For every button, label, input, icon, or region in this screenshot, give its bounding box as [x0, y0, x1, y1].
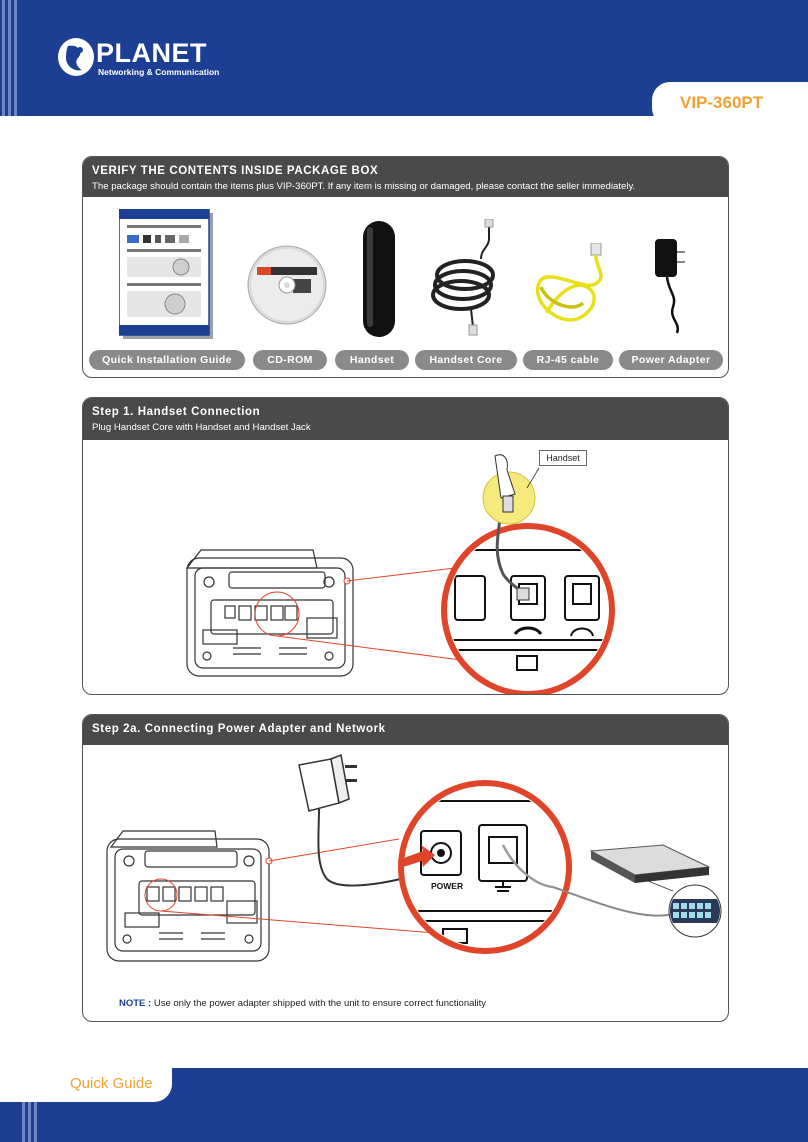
switch-port-zoom — [668, 884, 722, 938]
header-stripes — [0, 0, 20, 116]
section-title: VERIFY THE CONTENTS INSIDE PACKAGE BOX — [92, 165, 379, 177]
footer-label: Quick Guide — [70, 1075, 153, 1092]
section-subtitle: The package should contain the items plu… — [92, 181, 636, 192]
section-subtitle: Plug Handset Core with Handset and Hands… — [92, 422, 311, 433]
network-switch — [589, 844, 711, 883]
rj45-cable-icon — [535, 243, 603, 322]
model-tab: VIP-360PT — [652, 82, 808, 126]
step1-section: Step 1. Handset Connection Plug Handset … — [82, 397, 729, 695]
item-label-rj45-cable: RJ-45 cable — [523, 350, 613, 370]
step2a-section: Step 2a. Connecting Power Adapter and Ne… — [82, 714, 729, 1022]
power-adapter-icon — [655, 239, 685, 334]
item-label-handset: Handset — [335, 350, 409, 370]
item-label-cd-rom: CD-ROM — [253, 350, 327, 370]
section-header: Step 1. Handset Connection Plug Handset … — [83, 398, 728, 440]
brand-tagline: Networking & Communication — [98, 67, 220, 77]
handset-icon — [363, 221, 395, 337]
handset-jack-zoom — [441, 489, 615, 694]
item-label-quick-guide: Quick Installation Guide — [89, 350, 245, 370]
handset-connection-diagram — [185, 454, 615, 694]
note-text: Use only the power adapter shipped with … — [151, 998, 487, 1009]
item-label-handset-core: Handset Core — [415, 350, 517, 370]
brand-name: PLANET — [96, 38, 207, 68]
note: NOTE : Use only the power adapter shippe… — [119, 998, 486, 1009]
section-header: Step 2a. Connecting Power Adapter and Ne… — [83, 715, 728, 745]
section-title: Step 2a. Connecting Power Adapter and Ne… — [92, 723, 386, 735]
item-label-power-adapter: Power Adapter — [619, 350, 723, 370]
package-contents-section: VERIFY THE CONTENTS INSIDE PACKAGE BOX T… — [82, 156, 729, 378]
phone-back-view — [106, 830, 270, 962]
power-network-zoom — [398, 780, 572, 954]
quick-guide-tab: Quick Guide — [0, 1068, 172, 1102]
planet-logo-icon — [58, 38, 94, 76]
phone-back-view — [185, 549, 354, 677]
handset-plug-callout — [482, 454, 540, 525]
quick-guide-booklet-icon — [119, 209, 213, 339]
note-label: NOTE : — [119, 998, 152, 1009]
wall-adapter — [298, 753, 424, 887]
power-network-diagram — [106, 753, 722, 962]
footer-stripes — [0, 1068, 40, 1142]
section-header: VERIFY THE CONTENTS INSIDE PACKAGE BOX T… — [83, 157, 728, 197]
power-port-label: POWER — [431, 881, 464, 891]
cd-rom-icon — [247, 245, 327, 325]
handset-callout-label: Handset — [539, 450, 587, 466]
section-title: Step 1. Handset Connection — [92, 406, 261, 418]
model-name: VIP-360PT — [680, 93, 764, 112]
coiled-cord-icon — [431, 219, 495, 336]
